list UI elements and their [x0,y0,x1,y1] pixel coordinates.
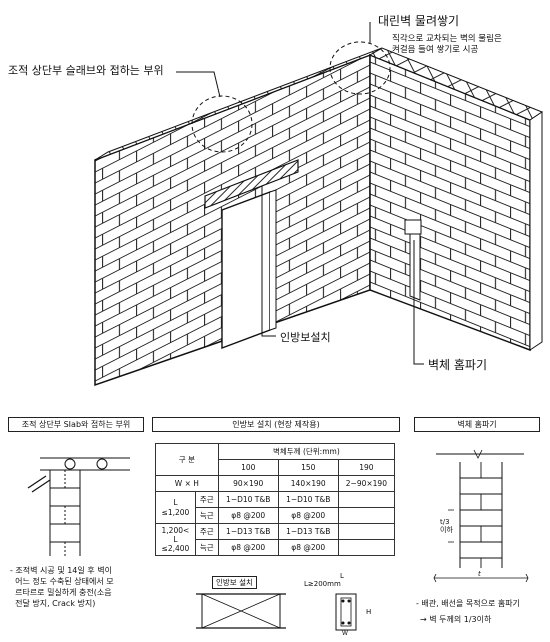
slab-contact-detail [27,457,130,556]
row-label: 주근 [194,523,219,540]
label-corner-bond: 대린벽 물려쌓기 [378,14,460,28]
table-cell: 1−D10 T&B [277,491,339,508]
lintel-fig-label: 인방보 설치 [212,576,257,589]
lintel-dim-label: L≥200mm [304,580,341,588]
lintel-spec-table: 구 분 벽체두께 (단위:mm) 100 150 190 W × H 90×19… [155,443,396,556]
chase-detail [433,449,529,583]
panel-left-title: 조적 상단부 SIab와 접하는 부위 [8,417,144,432]
door-opening [221,190,271,350]
table-cell [337,539,396,556]
group1-span: L ≤1,200 [155,491,196,524]
panel-mid-title: 인방보 설치 (현장 제작용) [152,417,400,432]
right-wall [368,47,544,352]
lintel-section-detail [335,593,357,631]
panel-right-title: 벽체 홈파기 [414,417,540,432]
label-corner-note: 직각으로 교차되는 벽의 물림은 켜걸음 들여 쌓기로 시공 [392,34,502,55]
table-cell: 140×190 [277,475,339,492]
table-cell [337,523,396,540]
chase-t-label: t [478,570,481,578]
table-cell: 1−D13 T&B [277,523,339,540]
table-cell: 90×190 [217,475,279,492]
slab-contact-callout [191,95,253,153]
label-wall-chase: 벽체 홈파기 [428,358,488,372]
table-header-type: 구 분 [155,443,219,476]
chase-ratio-label: t/3 이하 [440,518,453,534]
table-cell: φ8 @200 [217,539,279,556]
brick-wall-illustration [94,22,544,387]
outlet-box [404,219,422,235]
table-cell: 1−D13 T&B [217,523,279,540]
table-cell: 2−90×190 [337,475,396,492]
lintel-h-label: H [366,608,372,616]
thickness-col: 150 [277,459,339,476]
table-cell: φ8 @200 [277,507,339,524]
lintel-install-detail [196,593,286,629]
thickness-col: 100 [217,459,279,476]
corner-callout [329,41,391,95]
table-header-thickness: 벽체두께 (단위:mm) [217,443,396,460]
panel-right-note1: - 배관, 배선을 목적으로 홈파기 [416,599,520,608]
row-label: 늑근 [194,539,219,556]
left-wall [94,47,383,387]
row-label: 주근 [194,491,219,508]
lintel-w-label: W [342,630,348,637]
table-cell [337,507,396,524]
table-cell [337,491,396,508]
label-lintel: 인방보설치 [280,331,331,344]
table-cell: 1−D10 T&B [217,491,279,508]
lintel-beam [204,159,299,209]
table-cell: φ8 @200 [277,539,339,556]
row-wh-label: W × H [155,475,219,492]
panel-right-note2: → 벽 두께의 1/3이하 [420,615,492,624]
table-cell: φ8 @200 [217,507,279,524]
group2-span: 1,200< L ≤2,400 [155,523,196,556]
lintel-l-label: L [340,572,344,580]
label-slab-contact: 조적 상단부 슬래브와 접하는 부위 [8,64,164,77]
row-label: 늑근 [194,507,219,524]
panel-left-note: - 조적벽 시공 및 14일 후 벽이 어느 정도 수축된 상태에서 모 르타르… [10,566,114,608]
thickness-col: 190 [337,459,396,476]
